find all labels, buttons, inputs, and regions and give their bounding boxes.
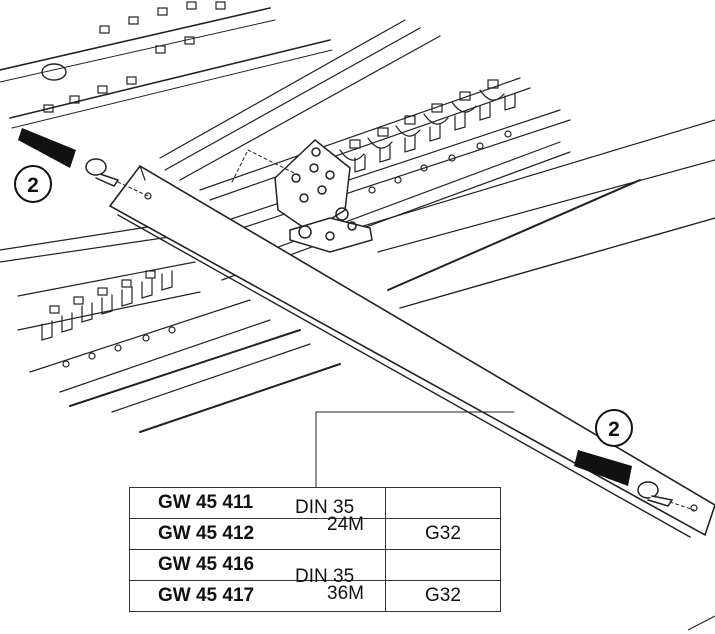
step-callout-left: 2: [14, 165, 52, 203]
thread-size: G32: [385, 518, 501, 550]
center-terminal-clips: [329, 79, 516, 194]
product-code: GW 45 417: [129, 580, 386, 612]
screw-right: [637, 481, 695, 511]
din-rail: [108, 164, 715, 538]
rail-type-label: DIN 35: [295, 566, 355, 587]
table-row: GW 45 416: [129, 549, 501, 581]
top-left-terminal-strip: [0, 1, 333, 129]
table-row: GW 45 417 G32: [129, 580, 501, 612]
thread-size: [385, 487, 501, 519]
left-terminal-block: [0, 221, 341, 433]
corner-fragment: [687, 615, 715, 631]
leader-line: [315, 411, 515, 488]
mounting-bracket: [231, 139, 373, 253]
table-row: GW 45 412 G32: [129, 518, 501, 550]
rail-type-label: DIN 35: [295, 497, 355, 518]
product-code-table: GW 45 411 GW 45 412 G32 GW 45 416 GW 45 …: [129, 487, 501, 612]
step-callout-right: 2: [595, 409, 633, 447]
arrow-right-icon: [574, 450, 632, 486]
rail-module-label: 36M: [327, 583, 364, 604]
product-code: GW 45 411: [129, 487, 386, 519]
svg-text:2: 2: [27, 174, 39, 197]
rail-module-label: 24M: [327, 514, 364, 535]
arrow-left-icon: [18, 128, 76, 168]
screw-left: [85, 158, 149, 197]
svg-text:2: 2: [608, 418, 620, 441]
table-row: GW 45 411: [129, 487, 501, 519]
product-code: GW 45 416: [129, 549, 386, 581]
thread-size: [385, 549, 501, 581]
thread-size: G32: [385, 580, 501, 612]
